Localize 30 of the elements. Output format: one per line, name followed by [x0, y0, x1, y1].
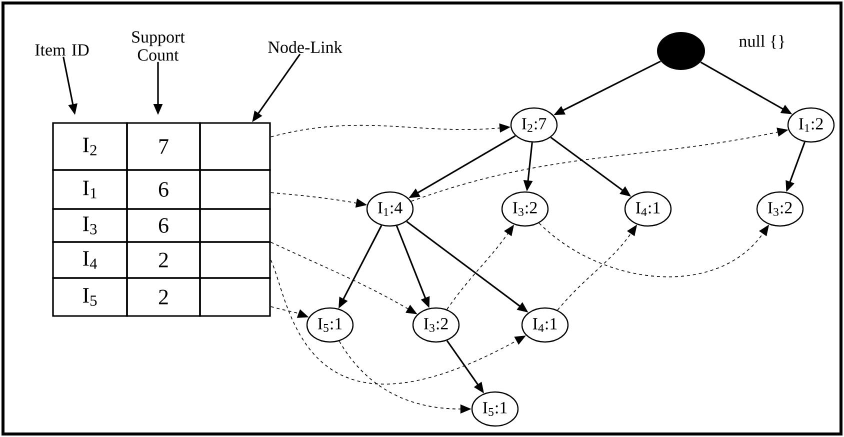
table-cell: 2 — [126, 277, 201, 317]
root-node — [657, 32, 705, 70]
table-cell: I$_{3}$ — [52, 208, 128, 243]
link-cell — [199, 277, 271, 317]
tree-node: I$_{1}$:4 — [366, 191, 414, 227]
table-cell: I$_{2}$ — [52, 122, 128, 171]
link-cell — [199, 169, 271, 210]
tree-node: I$_{5}$:1 — [306, 307, 354, 343]
table-cell: 6 — [126, 169, 201, 210]
column-heading: Support Count — [132, 31, 185, 61]
table-cell: I$_{1}$ — [52, 169, 128, 210]
tree-node: I$_{3}$:2 — [756, 191, 804, 227]
table-cell: I$_{5}$ — [52, 277, 128, 317]
link-cell — [199, 208, 271, 243]
table-cell: I$_{4}$ — [52, 241, 128, 279]
tree-node: I$_{4}$:1 — [521, 307, 569, 343]
node-caption: null {} — [739, 34, 784, 50]
table-cell: 6 — [126, 208, 201, 243]
table-cell: 2 — [126, 241, 201, 279]
tree-node: I$_{2}$:7 — [510, 107, 558, 143]
tree-node: I$_{1}$:2 — [787, 107, 835, 143]
tree-node: I$_{4}$:1 — [624, 191, 672, 227]
tree-node: I$_{5}$:1 — [471, 391, 519, 427]
link-cell — [199, 122, 271, 171]
link-cell — [199, 241, 271, 279]
tree-node: I$_{3}$:2 — [412, 307, 460, 343]
column-heading: Item ID — [35, 44, 89, 56]
table-cell: 7 — [126, 122, 201, 171]
column-heading: Node-Link — [268, 41, 342, 53]
tree-node: I$_{3}$:2 — [501, 191, 549, 227]
